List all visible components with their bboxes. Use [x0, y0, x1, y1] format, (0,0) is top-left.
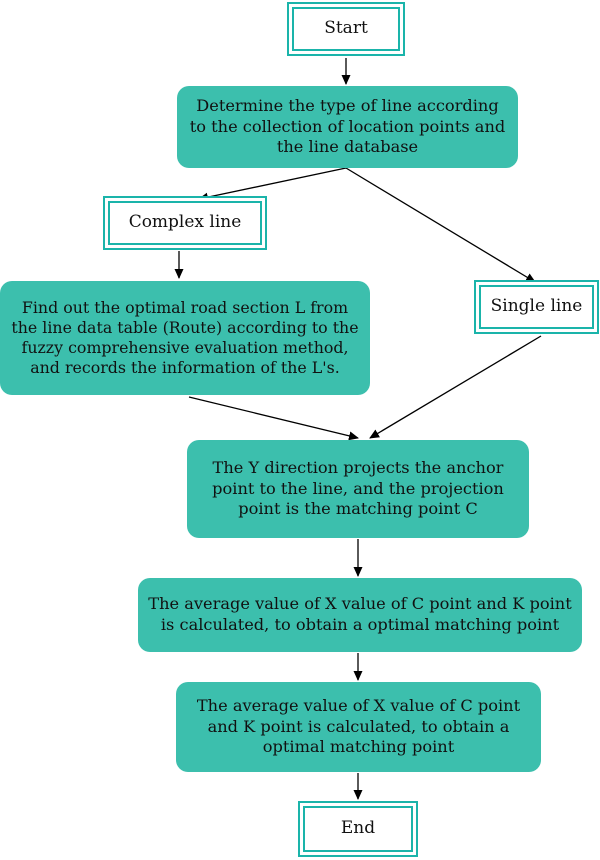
- find-optimal-section-step: Find out the optimal road section L from…: [0, 281, 370, 395]
- arrow-single-to-projection: [369, 335, 542, 439]
- complex-line-label: Complex line: [128, 212, 242, 233]
- determine-line-type-step: Determine the type of line according to …: [177, 86, 518, 168]
- start-terminal: Start: [287, 2, 405, 56]
- arrow-find-to-projection: [188, 396, 359, 441]
- arrow-determine-to-single: [345, 167, 536, 283]
- average-calculation-label-2: The average value of X value of C point …: [196, 695, 521, 757]
- projection-step: The Y direction projects the anchor poin…: [187, 440, 529, 538]
- start-label: Start: [324, 18, 368, 39]
- average-calculation-label-1: The average value of X value of C point …: [148, 594, 572, 634]
- projection-label: The Y direction projects the anchor poin…: [212, 457, 504, 519]
- find-optimal-section-label: Find out the optimal road section L from…: [11, 297, 359, 378]
- single-line-box: Single line: [474, 280, 599, 334]
- end-terminal: End: [298, 801, 418, 857]
- arrow-determine-to-complex: [198, 167, 347, 202]
- complex-line-box: Complex line: [103, 196, 267, 250]
- average-calculation-step-2: The average value of X value of C point …: [176, 682, 541, 772]
- average-calculation-step-1: The average value of X value of C point …: [138, 578, 582, 652]
- single-line-label: Single line: [490, 296, 583, 317]
- determine-line-type-label: Determine the type of line according to …: [189, 95, 506, 157]
- end-label: End: [340, 818, 376, 839]
